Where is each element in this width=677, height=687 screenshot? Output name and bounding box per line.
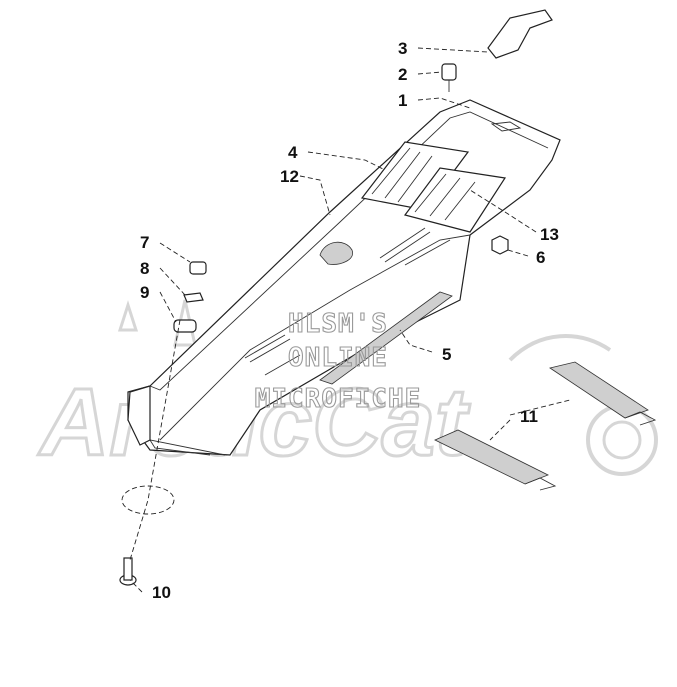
callout-8: 8: [140, 259, 149, 278]
hardware-axis: [129, 319, 181, 561]
part-6-nut: [491, 235, 509, 255]
leader-lines: [129, 47, 571, 593]
callout-10: 10: [152, 583, 171, 602]
callout-1: 1: [398, 91, 407, 110]
washer-outline: [121, 485, 175, 515]
part-7-grommet: [189, 261, 207, 275]
callout-3: 3: [398, 39, 407, 58]
callout-5: 5: [442, 345, 451, 364]
skid-plate: [127, 99, 561, 456]
callout-11: 11: [520, 407, 538, 426]
part-11-strips: [434, 361, 657, 491]
callout-4: 4: [288, 143, 298, 162]
part-8-washer: [183, 292, 204, 303]
callout-12: 12: [280, 167, 299, 186]
watermark-text: HLSM'S ONLINE MICROFICHE: [254, 308, 422, 414]
part-2-fastener: [441, 63, 457, 92]
part-10-bolt: [119, 557, 137, 586]
callout-13: 13: [540, 225, 559, 244]
callout-7: 7: [140, 233, 149, 252]
watermark-line-1: HLSM'S: [288, 309, 388, 339]
part-9-spacer: [173, 319, 197, 333]
part-3-bracket: [487, 9, 553, 59]
watermark-line-2: ONLINE: [288, 343, 388, 373]
watermark-line-3: MICROFICHE: [255, 384, 422, 414]
callout-2: 2: [398, 65, 407, 84]
callout-9: 9: [140, 283, 149, 302]
callouts: 3 2 1 4 12 13 6 5 7 8 9 10 11: [140, 39, 559, 602]
callout-6: 6: [536, 248, 545, 267]
